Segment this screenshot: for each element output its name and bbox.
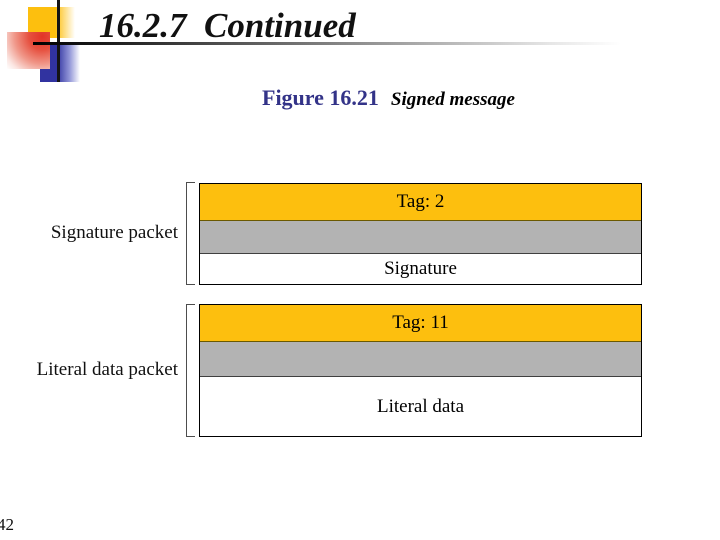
signature-header-row [200, 221, 641, 254]
literal-data-packet-bracket [186, 304, 195, 437]
figure-title: Signed message [390, 89, 515, 110]
title-underline-rule [33, 42, 621, 45]
signature-packet-box: Tag: 2 Signature [199, 183, 642, 285]
literal-data-packet-label: Literal data packet [36, 359, 178, 380]
signature-data-row: Signature [200, 254, 641, 284]
decoration-vertical-line [57, 0, 60, 82]
signature-packet-bracket [186, 182, 195, 285]
signature-tag-row: Tag: 2 [200, 184, 641, 221]
literal-header-row [200, 342, 641, 377]
decoration-red-square [7, 32, 50, 69]
literal-tag-row: Tag: 11 [200, 305, 641, 342]
figure-number: Figure 16.21 [262, 85, 379, 110]
literal-data-row: Literal data [200, 377, 641, 436]
literal-data-packet-box: Tag: 11 Literal data [199, 304, 642, 437]
figure-caption: Figure 16.21 Signed message [262, 85, 515, 111]
page-number: 42 [0, 515, 14, 534]
slide-title: 16.2.7 Continued [99, 6, 356, 45]
signature-packet-label: Signature packet [50, 222, 178, 243]
